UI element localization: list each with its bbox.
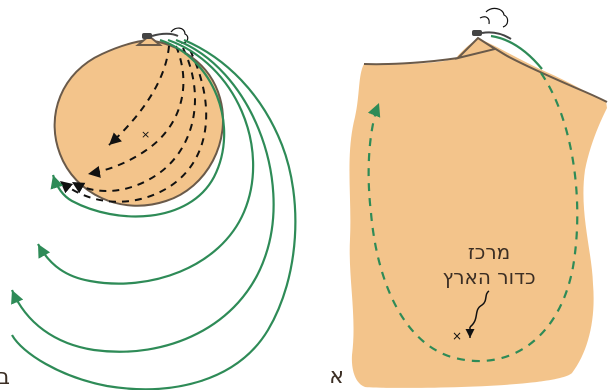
right-panel: מרכז כדור הארץ × א: [329, 8, 607, 389]
center-label-line1: מרכז: [468, 240, 510, 264]
center-marker-left: ×: [141, 128, 150, 141]
panel-label-right: א: [329, 364, 344, 389]
center-label-line2: כדור הארץ: [442, 265, 535, 289]
panel-label-left: ב: [0, 365, 10, 390]
cannon-right: [472, 8, 511, 39]
earth-right: [349, 39, 607, 388]
left-panel: × ב: [0, 28, 295, 390]
center-marker-right: ×: [452, 329, 462, 343]
